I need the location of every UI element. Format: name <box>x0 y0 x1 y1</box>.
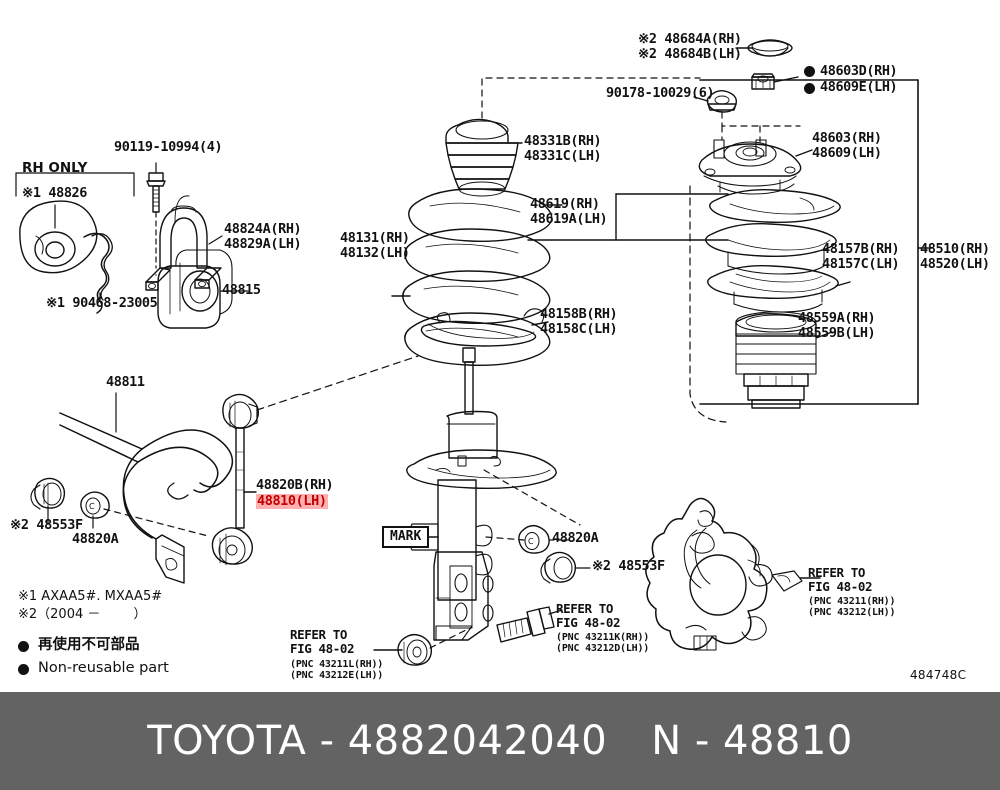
label-48157b-48157c: 48157B(RH) 48157C(LH) <box>822 241 900 273</box>
svg-text:C: C <box>89 502 95 511</box>
label-90468-23005: ※1 90468-23005 <box>46 295 158 311</box>
label-48603-48609: 48603(RH) 48609(LH) <box>812 130 882 162</box>
mark-callout: MARK <box>382 526 430 548</box>
banner-dash-2: - <box>694 718 710 764</box>
label-48553f-mid: ※2 48553F <box>592 558 665 574</box>
diagram-artwork: C <box>15 39 931 666</box>
nonreusable-note-en: Non-reusable part <box>38 660 169 676</box>
label-48553f-left: ※2 48553F <box>10 517 83 533</box>
diagram-canvas: C <box>10 31 990 682</box>
refer-to-mid-pnc: (PNC 43211K(RH)) (PNC 43212D(LH)) <box>556 632 650 655</box>
label-90178-10029: 90178-10029(6) <box>606 85 715 101</box>
label-48820a-mid: 48820A <box>552 530 599 546</box>
banner-brand: TOYOTA <box>147 718 307 764</box>
footnote-2: ※2（2004 － ） <box>18 607 147 622</box>
nonreusable-dot-en <box>18 664 29 675</box>
label-48331b-48331c: 48331B(RH) 48331C(LH) <box>524 133 602 165</box>
label-48510-48520: 48510(RH) 48520(LH) <box>920 241 990 273</box>
footnote-1: ※1 AXAA5#. MXAA5# <box>18 589 163 604</box>
nonreusable-dot-jp <box>18 641 29 652</box>
label-148826: ※1 48826 <box>22 185 88 201</box>
nonreusable-note-jp: 再使用不可部品 <box>38 637 140 653</box>
label-48810-lh-highlighted: 48810(LH) <box>256 493 328 510</box>
refer-to-right: REFER TO FIG 48-02 <box>808 565 873 594</box>
label-48619-48619a: 48619(RH) 48619A(LH) <box>530 196 608 228</box>
nonreusable-dot-48609e <box>804 83 815 94</box>
label-90119-10994: 90119-10994(4) <box>114 139 223 155</box>
label-48811: 48811 <box>106 374 145 390</box>
banner-n-value: 48810 <box>723 718 853 764</box>
label-48158b-48158c: 48158B(RH) 48158C(LH) <box>540 306 618 338</box>
refer-to-mid: REFER TO FIG 48-02 <box>556 601 621 630</box>
refer-to-left-pnc: (PNC 43211L(RH)) (PNC 43212E(LH)) <box>290 659 384 682</box>
bottom-banner: TOYOTA - 4882042040 N - 48810 <box>0 692 1000 790</box>
label-48820b-rh: 48820B(RH) <box>256 477 334 493</box>
label-48609e-lh: 48609E(LH) <box>820 79 898 95</box>
label-48131-48132: 48131(RH) 48132(LH) <box>340 230 410 262</box>
label-48820a-left: 48820A <box>72 531 119 547</box>
refer-to-left: REFER TO FIG 48-02 <box>290 627 355 656</box>
label-48815: 48815 <box>222 282 261 298</box>
banner-part-number: 4882042040 <box>347 718 608 764</box>
nonreusable-dot-48603d <box>804 66 815 77</box>
label-48684a-48684b: ※2 48684A(RH) ※2 48684B(LH) <box>638 31 742 63</box>
banner-dash-1: - <box>319 718 335 764</box>
label-48824a-48829a: 48824A(RH) 48829A(LH) <box>224 221 302 253</box>
refer-to-right-pnc: (PNC 43211(RH)) (PNC 43212(LH)) <box>808 596 896 619</box>
figure-id: 484748C <box>910 668 967 682</box>
banner-text: TOYOTA - 4882042040 N - 48810 <box>147 718 853 764</box>
svg-text:C: C <box>528 537 534 546</box>
label-48559a-48559b: 48559A(RH) 48559B(LH) <box>798 310 876 342</box>
rh-only-note: RH ONLY <box>22 160 88 176</box>
banner-n-label: N <box>651 718 682 764</box>
label-48603d-rh: 48603D(RH) <box>820 63 898 79</box>
